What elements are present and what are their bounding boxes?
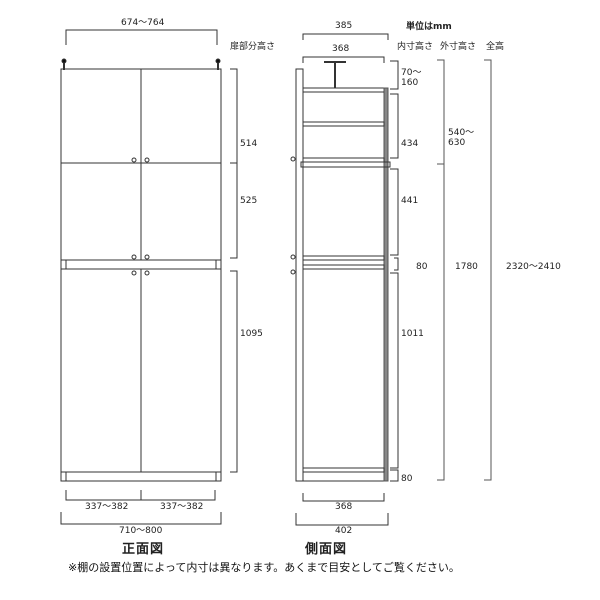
door-width-right: 337〜382: [160, 502, 204, 512]
side-top-outer-depth: 385: [335, 21, 353, 31]
front-view-caption: 正面図: [122, 542, 165, 557]
outer-height-lower: 1780: [455, 262, 478, 272]
side-bottom-outer-depth: 402: [335, 526, 353, 536]
door-width-left: 337〜382: [85, 502, 129, 512]
header-total-height: 全高: [486, 42, 505, 52]
outer-height-upper: 540〜 630: [448, 128, 475, 148]
disclaimer-note: ※棚の設置位置によって内寸は異なります。あくまで目安としてご覧ください。: [68, 561, 460, 574]
front-view: [60, 29, 238, 525]
side-view-caption: 側面図: [305, 542, 348, 557]
door-height-middle: 525: [240, 196, 258, 206]
door-height-lower: 1095: [240, 329, 263, 339]
outer-height-brackets: [437, 59, 492, 481]
door-height-upper: 514: [240, 139, 258, 149]
inner-height-top: 70〜 160: [401, 68, 422, 88]
inner-height-lower: 1011: [401, 329, 424, 339]
inner-height-plinth: 80: [401, 474, 413, 484]
header-outer-height: 外寸高さ: [440, 42, 477, 52]
inner-height-upper: 434: [401, 139, 419, 149]
front-overall-width: 710〜800: [119, 526, 163, 536]
front-top-width: 674〜764: [121, 18, 165, 28]
inner-height-shelf: 80: [416, 262, 428, 272]
side-view: [290, 33, 399, 526]
total-height: 2320〜2410: [506, 262, 561, 272]
unit-label: 単位はmm: [406, 22, 452, 32]
side-bottom-inner-depth: 368: [335, 502, 353, 512]
header-door-height: 扉部分高さ: [230, 42, 276, 52]
side-top-inner-depth: 368: [332, 44, 350, 54]
header-inner-height: 内寸高さ: [397, 42, 434, 52]
inner-height-middle: 441: [401, 196, 419, 206]
